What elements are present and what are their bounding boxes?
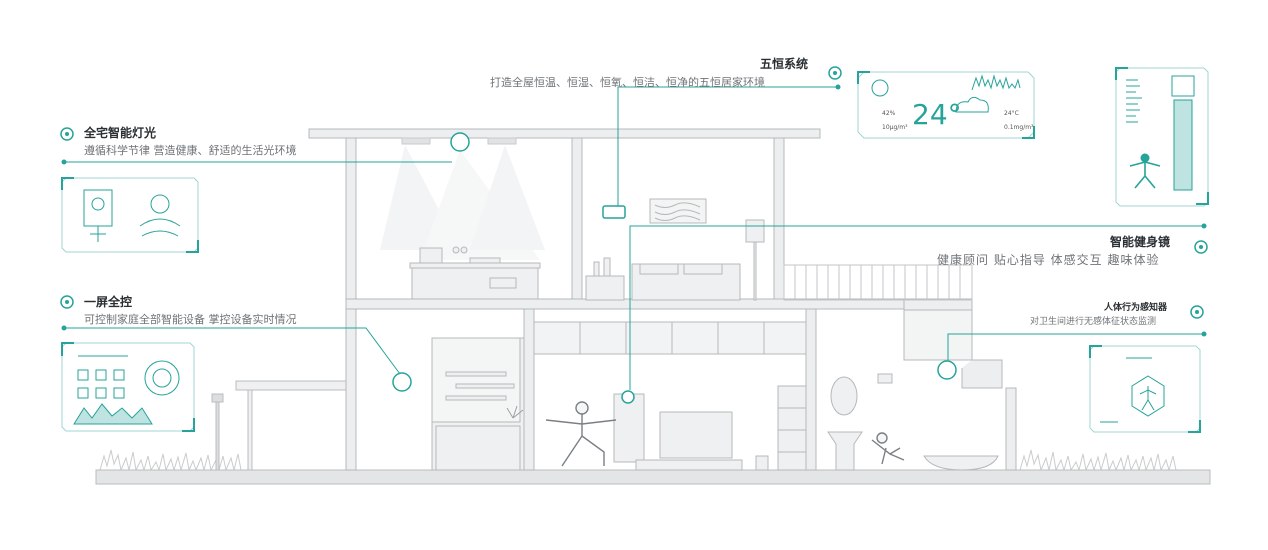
thermostat-indoor-temp: 24°C — [1004, 110, 1019, 117]
house-structure — [308, 128, 1017, 471]
bathroom-step — [961, 359, 1003, 389]
five-constant-gear-icon — [828, 66, 842, 80]
bathroom — [827, 309, 999, 471]
carport — [235, 380, 349, 471]
kitchen-counter — [409, 246, 541, 300]
sensor-gear-icon — [1190, 305, 1204, 319]
sensor-dots — [392, 132, 957, 404]
thermostat-panel — [857, 71, 1035, 139]
lighting-panel — [61, 177, 199, 253]
lighting-gear-icon — [60, 127, 74, 141]
street-lamp — [211, 393, 224, 471]
lighting-title: 全宅智能灯光 — [84, 126, 157, 140]
downstairs-kitchen — [431, 337, 525, 471]
control-gear-icon — [60, 295, 74, 309]
fitness-mirror-title: 智能健身镜 — [1110, 235, 1171, 249]
yoga-figure — [545, 401, 617, 467]
control-subtitle: 可控制家庭全部智能设备 掌控设备实时情况 — [84, 313, 297, 326]
control-panel — [61, 342, 195, 432]
fitness-mirror-subtitle: 健康顾问 贴心指导 体感交互 趣味体验 — [937, 253, 1160, 267]
thermostat-temperature: 24° — [912, 98, 962, 131]
control-title: 一屏全控 — [84, 295, 133, 309]
body-sensor-title: 人体行为感知器 — [1104, 303, 1168, 313]
fitness-gear-icon — [1194, 240, 1208, 254]
balcony-railing — [783, 264, 973, 301]
connector-lines — [64, 86, 1204, 390]
five-constant-subtitle: 打造全屋恒温、恒湿、恒氧、恒洁、恒净的五恒居家环境 — [490, 76, 765, 89]
thermostat-co2: 0.1mg/m³ — [1004, 124, 1034, 131]
ground-slab — [95, 469, 1211, 485]
connector-dots — [61, 84, 1207, 337]
body-sensor-panel — [1089, 345, 1201, 433]
ceiling-lights — [380, 137, 545, 260]
thermostat-pm: 10μg/m³ — [882, 124, 908, 131]
living-room — [533, 321, 807, 471]
bedroom — [585, 198, 765, 301]
lighting-subtitle: 遵循科学节律 营造健康、舒适的生活光环境 — [84, 144, 297, 157]
thermostat-humidity: 42% — [882, 110, 896, 117]
fallen-figure — [871, 432, 905, 465]
body-sensor-subtitle: 对卫生间进行无感体征状态监测 — [1030, 317, 1157, 327]
fitness-mirror-panel — [1115, 67, 1209, 207]
five-constant-title: 五恒系统 — [760, 57, 809, 71]
